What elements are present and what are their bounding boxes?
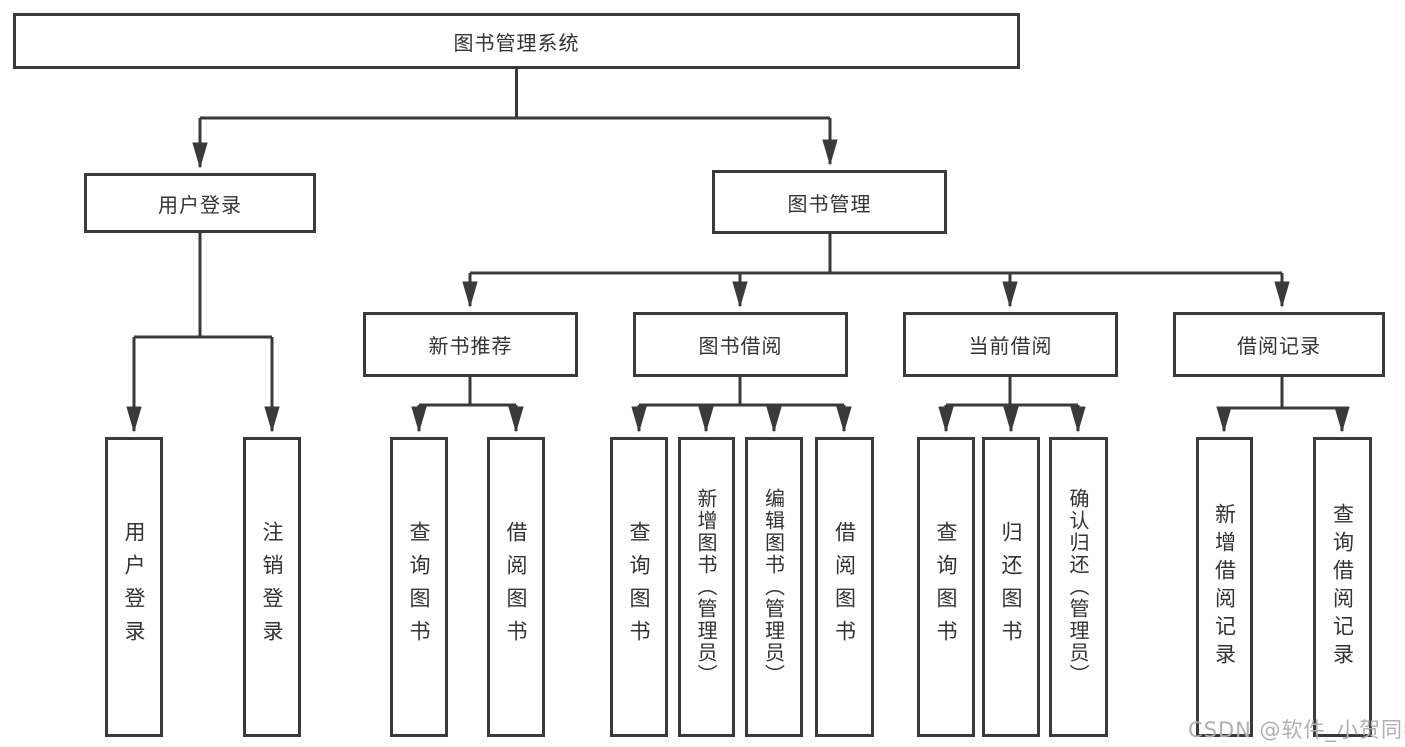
leaf-add-book-admin: 新增图书（管理员） [678,437,735,737]
leaf-query-books-recommend: 查询图书 [390,437,448,737]
leaf-logout-label: 注销登录 [260,521,284,653]
leaf-query-books-borrowing: 查询图书 [610,437,668,737]
leaf-query-books-borrowing-label: 查询图书 [627,521,651,653]
node-root-library-management-system: 图书管理系统 [13,13,1020,69]
node-root-label: 图书管理系统 [453,30,580,55]
node-current-borrowing: 当前借阅 [903,312,1118,377]
node-book-management: 图书管理 [712,170,947,234]
node-borrowing-records-label: 借阅记录 [1237,334,1321,358]
node-new-book-recommendation-label: 新书推荐 [428,334,513,358]
leaf-query-books-recommend-label: 查询图书 [407,521,431,653]
csdn-watermark: CSDN @软件_小贺同学 [1188,718,1405,742]
leaf-borrow-books-borrowing: 借阅图书 [815,437,874,737]
leaf-query-borrow-record: 查询借阅记录 [1313,437,1372,737]
leaf-logout: 注销登录 [243,437,301,737]
leaf-return-books-label: 归还图书 [999,521,1023,653]
leaf-add-borrow-record: 新增借阅记录 [1196,437,1253,737]
leaf-query-borrow-record-label: 查询借阅记录 [1330,503,1355,671]
leaf-user-login-label: 用户登录 [122,521,146,653]
leaf-edit-book-admin-label: 编辑图书（管理员） [761,488,786,686]
leaf-query-books-current: 查询图书 [917,437,975,737]
node-user-login-group-label: 用户登录 [158,192,242,217]
node-book-borrowing: 图书借阅 [633,312,848,377]
leaf-borrow-books-recommend-label: 借阅图书 [504,521,528,653]
leaf-add-book-admin-label: 新增图书（管理员） [694,488,718,686]
leaf-return-books: 归还图书 [982,437,1040,737]
node-user-login-group: 用户登录 [84,173,316,233]
leaf-confirm-return-admin-label: 确认归还（管理员） [1066,488,1090,686]
node-book-borrowing-label: 图书借阅 [698,334,783,358]
node-book-management-label: 图书管理 [787,191,872,216]
leaf-query-books-current-label: 查询图书 [934,521,958,653]
leaf-confirm-return-admin: 确认归还（管理员） [1049,437,1108,737]
node-new-book-recommendation: 新书推荐 [363,312,578,377]
leaf-add-borrow-record-label: 新增借阅记录 [1212,503,1237,671]
leaf-borrow-books-recommend: 借阅图书 [487,437,545,737]
node-borrowing-records: 借阅记录 [1173,312,1385,377]
leaf-borrow-books-borrowing-label: 借阅图书 [832,521,857,653]
node-current-borrowing-label: 当前借阅 [968,334,1053,358]
leaf-user-login: 用户登录 [105,437,163,737]
leaf-edit-book-admin: 编辑图书（管理员） [745,437,803,737]
